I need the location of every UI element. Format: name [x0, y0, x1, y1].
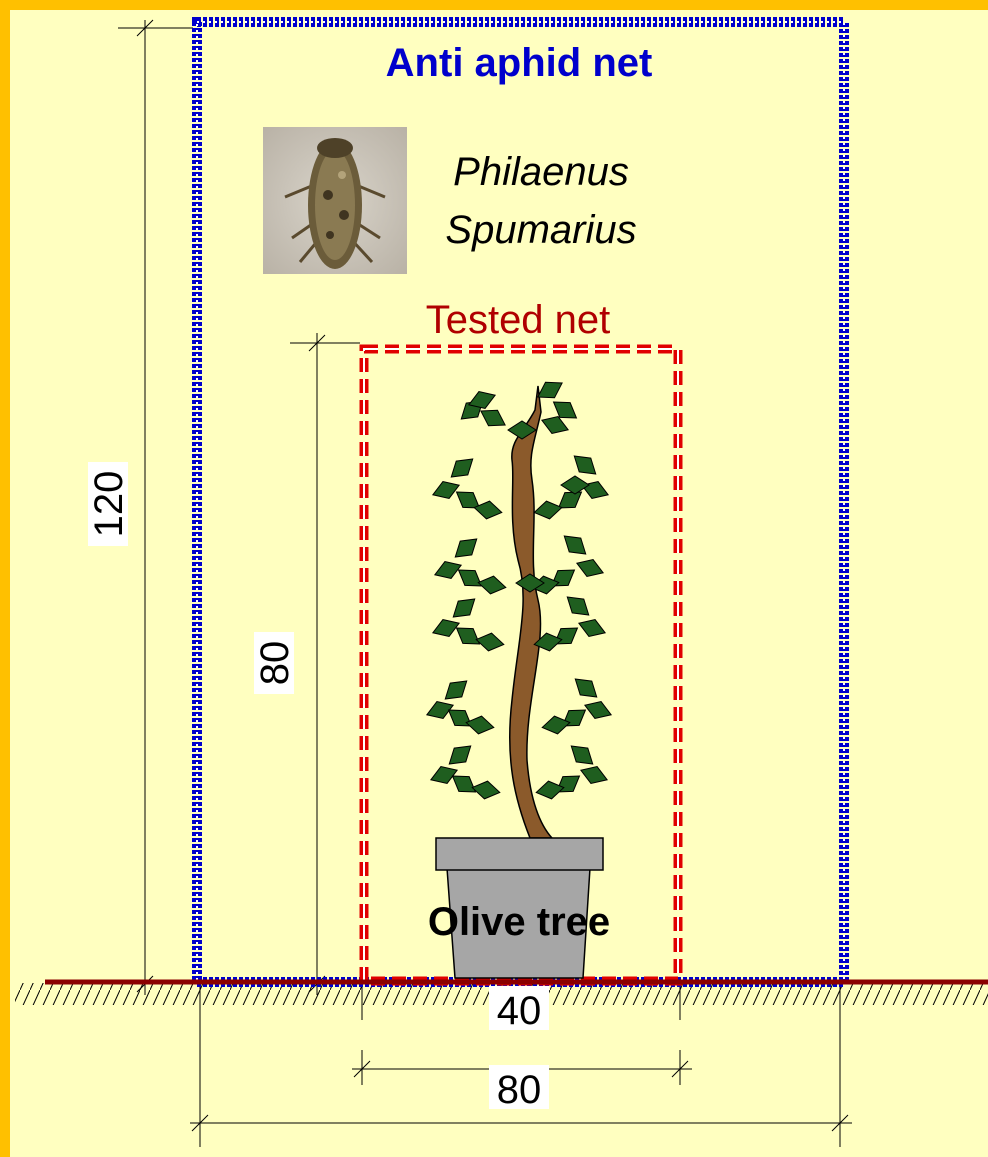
inner-width-label: 40	[497, 989, 542, 1033]
olive-leaf	[565, 739, 598, 771]
olive-leaf	[477, 574, 508, 597]
olive-leaf	[558, 529, 591, 561]
outer-height-label: 120	[87, 471, 131, 538]
olive-tree-label: Olive tree	[428, 900, 610, 944]
olive-leaf	[579, 477, 611, 503]
diagram-canvas: Anti aphid net Philaenus Spumarius Teste…	[10, 10, 988, 1157]
olive-leaf	[569, 672, 602, 704]
olive-leaf	[568, 449, 601, 481]
olive-leaf	[471, 779, 502, 802]
inner-height-dimension	[290, 333, 360, 995]
olive-leaf	[439, 674, 472, 706]
anti-aphid-net-label: Anti aphid net	[386, 41, 653, 85]
insect-name-line1: Philaenus	[453, 150, 629, 194]
olive-leaf	[443, 739, 476, 771]
tested-net-label: Tested net	[426, 298, 611, 342]
olive-leaf	[465, 714, 496, 737]
insect-name-line2: Spumarius	[445, 208, 636, 252]
olive-leaf	[533, 499, 564, 522]
spittlebug-photo-icon	[263, 127, 407, 274]
olive-leaf	[449, 532, 482, 564]
olive-leaf	[445, 452, 478, 484]
olive-leaf	[428, 762, 460, 788]
olive-leaf	[430, 477, 462, 503]
olive-leaf	[475, 631, 506, 654]
olive-leaf	[578, 762, 610, 788]
inner-height-label: 80	[253, 641, 297, 686]
olive-tree-icon	[424, 375, 614, 978]
olive-leaf	[574, 555, 606, 581]
olive-leaf	[561, 476, 589, 494]
olive-leaf	[576, 615, 608, 641]
olive-leaf	[561, 590, 594, 622]
olive-leaf	[447, 592, 480, 624]
outer-width-label: 80	[497, 1068, 542, 1112]
olive-leaf	[582, 697, 614, 723]
